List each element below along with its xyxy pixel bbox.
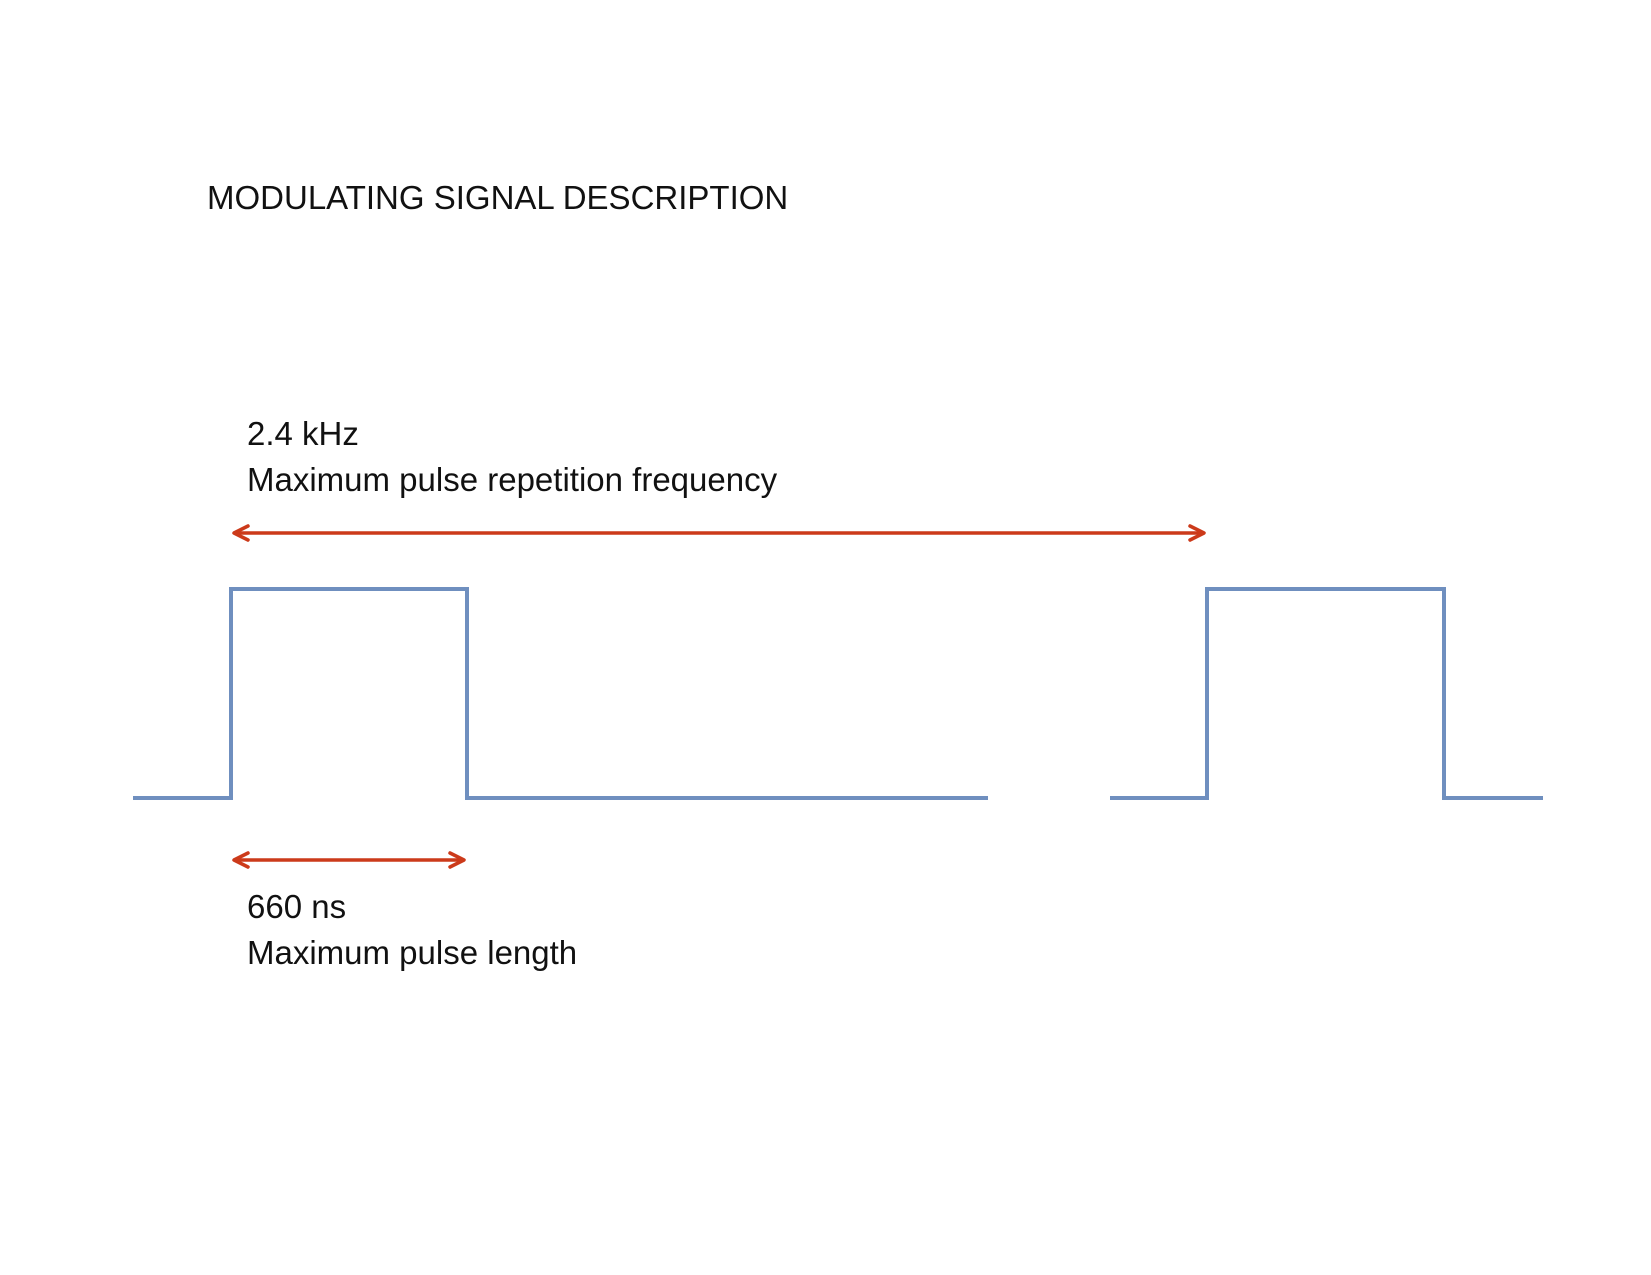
signal-waveform-second (1110, 587, 1543, 800)
pulse-length-text: Maximum pulse length (247, 934, 578, 971)
pulse-length-label: 660 ns Maximum pulse length (247, 884, 577, 976)
diagram-title: MODULATING SIGNAL DESCRIPTION (207, 179, 789, 216)
repetition-frequency-label: 2.4 kHz Maximum pulse repetition frequen… (247, 411, 777, 503)
repetition-frequency-value: 2.4 kHz (247, 415, 359, 452)
pulse-length-value: 660 ns (247, 888, 347, 925)
repetition-frequency-text: Maximum pulse repetition frequency (247, 461, 778, 498)
signal-waveform-first (133, 587, 988, 800)
